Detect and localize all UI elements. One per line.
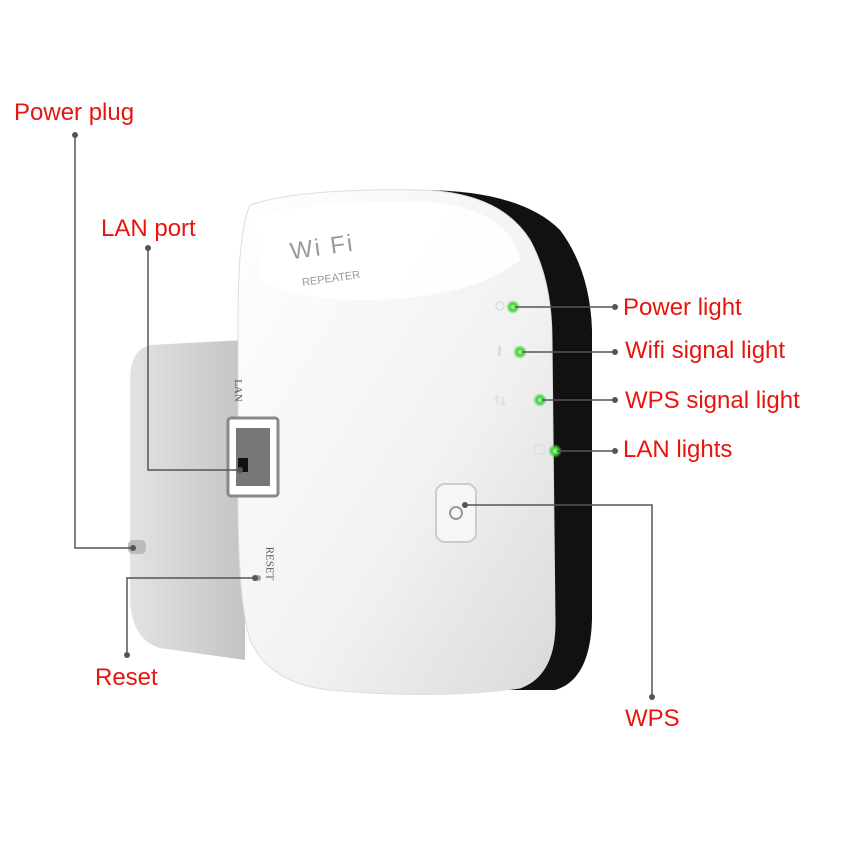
wps-button xyxy=(435,483,477,543)
callout-wifi-signal-light: Wifi signal light xyxy=(625,337,786,364)
callout-lan-lights: LAN lights xyxy=(623,436,733,463)
device-body xyxy=(237,189,556,696)
leader-dots xyxy=(72,132,655,700)
lan-led xyxy=(548,444,562,458)
wifi-led-icon xyxy=(498,346,501,356)
lan-port-label: LAN xyxy=(231,379,244,402)
callout-lan-port: LAN port xyxy=(101,215,196,242)
lan-led-icon xyxy=(534,444,545,455)
callout-wps: WPS xyxy=(625,705,680,732)
callout-reset: Reset xyxy=(95,664,158,691)
power-led xyxy=(506,300,520,314)
callout-power-light: Power light xyxy=(623,294,742,321)
plug-housing xyxy=(130,340,245,660)
callout-power-plug: Power plug xyxy=(14,99,135,126)
wps-led-icon xyxy=(493,395,507,406)
reset-label: RESET xyxy=(263,546,276,581)
wps-led xyxy=(533,393,547,407)
power-led-icon xyxy=(495,301,505,311)
wifi-led xyxy=(513,345,527,359)
callout-wps-signal-light: WPS signal light xyxy=(625,387,800,414)
leader-lines xyxy=(74,135,653,697)
